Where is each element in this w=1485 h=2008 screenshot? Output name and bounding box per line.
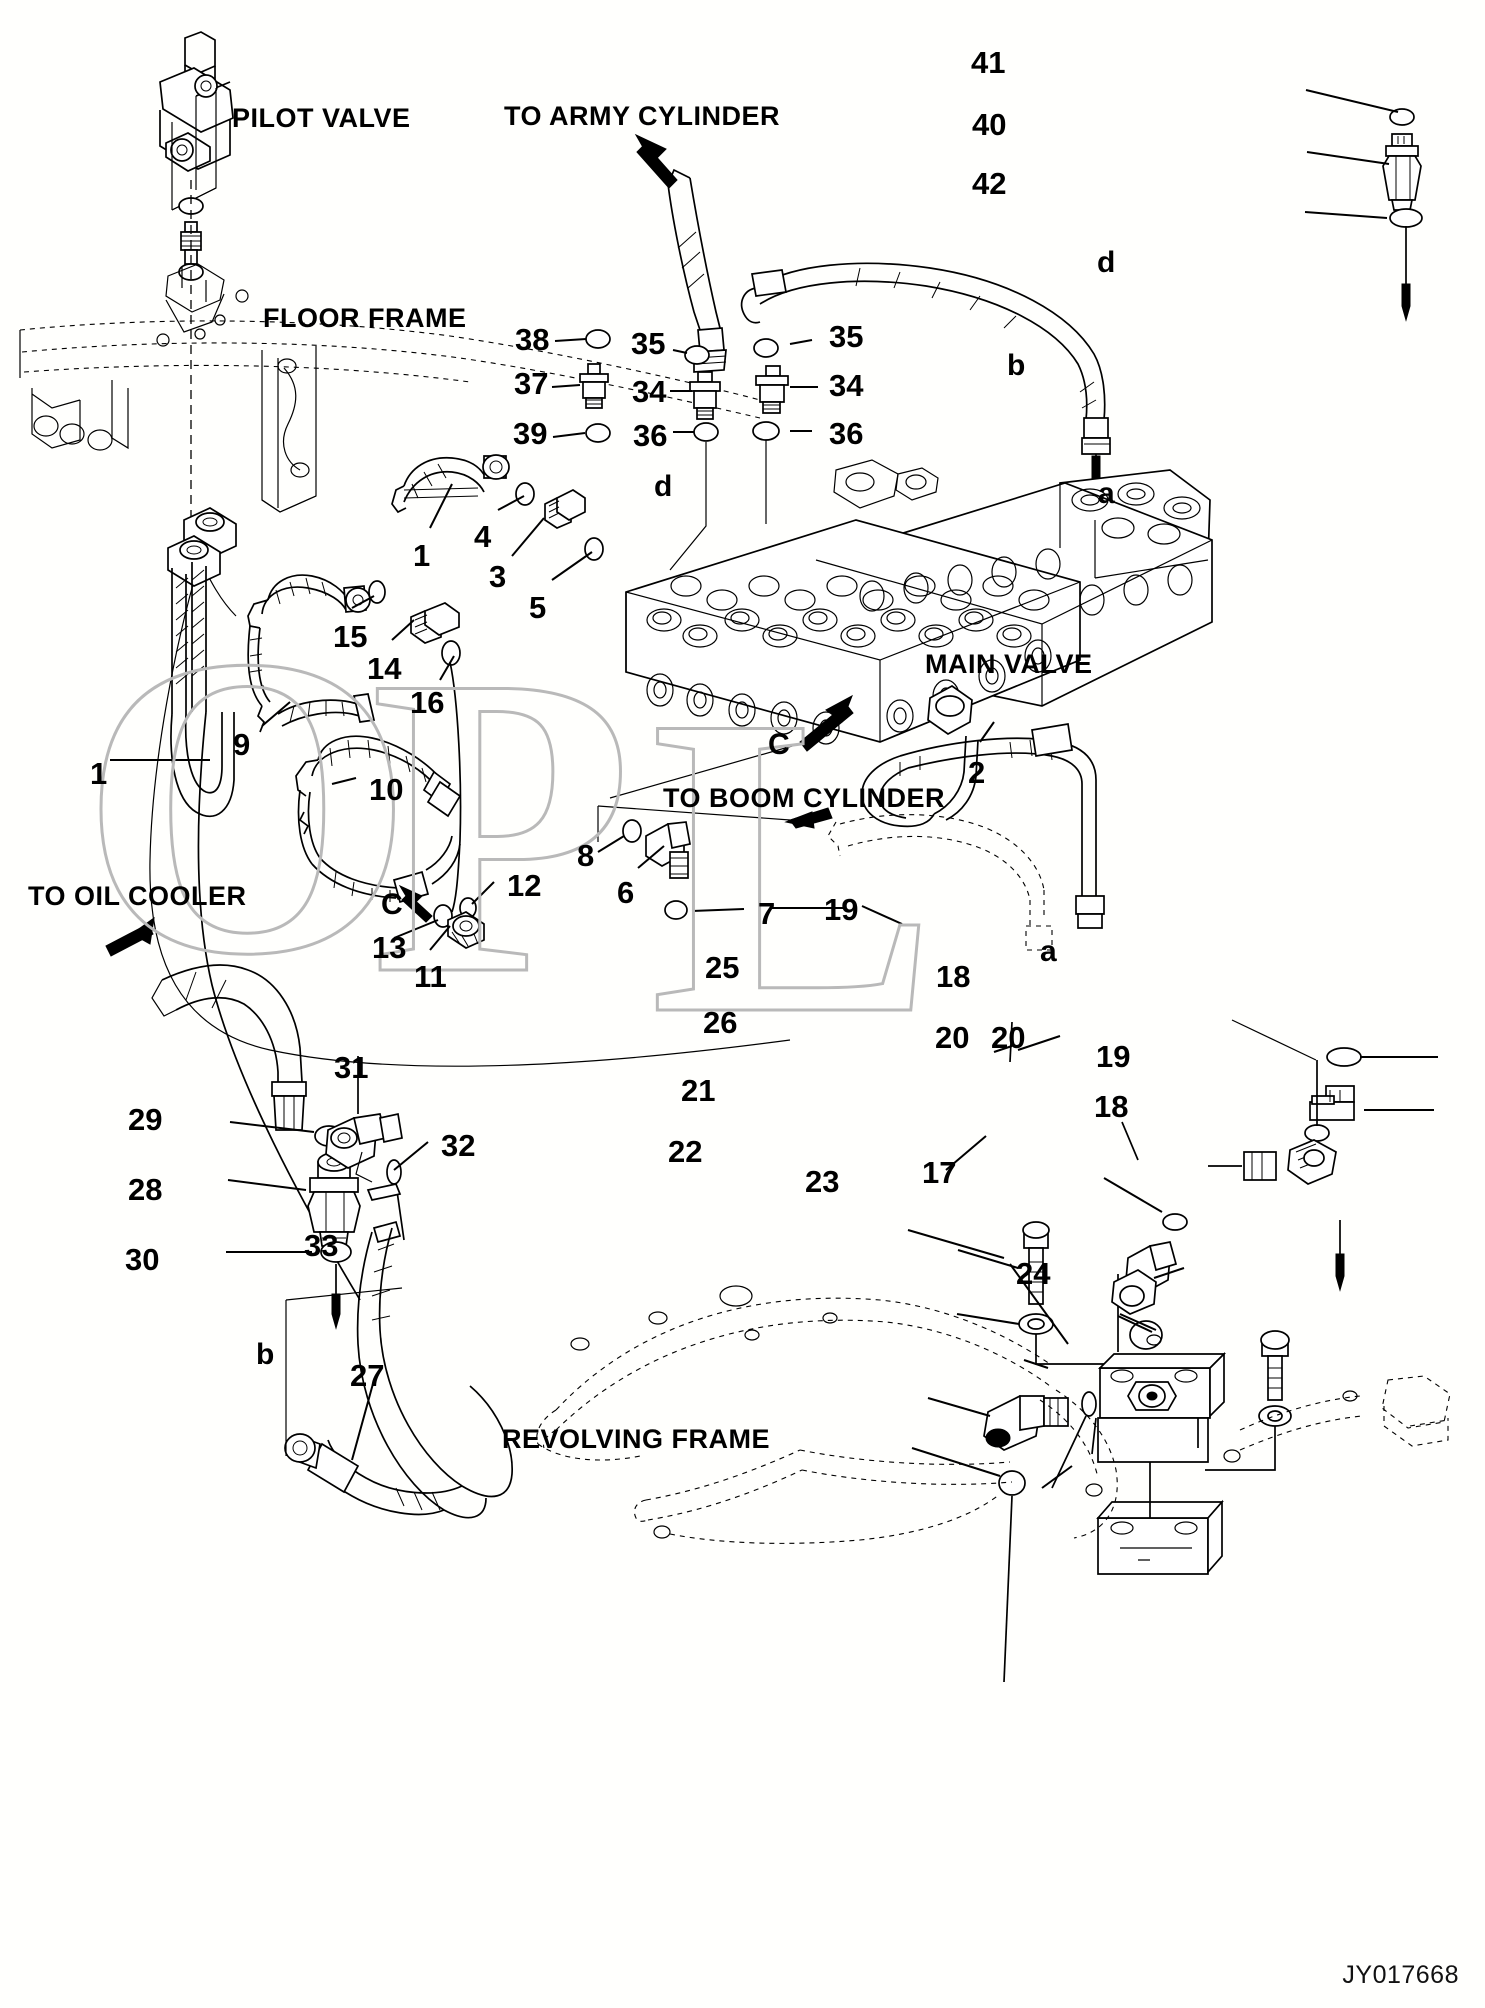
- callout-3: 3: [489, 559, 507, 594]
- callout-1-a: 1: [413, 538, 431, 573]
- floor-frame-outline: [19, 320, 761, 513]
- block-17-24: [907, 1035, 1227, 1575]
- group-label-floor-frame: FLOOR FRAME: [263, 303, 467, 333]
- callout-18-b: 18: [1094, 1089, 1129, 1124]
- callout-5: 5: [529, 590, 547, 625]
- section-mark-d-mid: d: [654, 470, 673, 503]
- callout-39: 39: [513, 416, 548, 451]
- section-mark-c-mid: C: [768, 728, 790, 761]
- callout-4: 4: [474, 519, 492, 554]
- to-oil-cooler-pipe: [105, 916, 307, 1131]
- callout-14: 14: [367, 651, 402, 686]
- callout-19-a: 19: [824, 892, 859, 927]
- callout-15: 15: [333, 619, 368, 654]
- section-mark-a-low: a: [1040, 935, 1057, 968]
- callout-19-b: 19: [1096, 1039, 1131, 1074]
- callout-11: 11: [414, 959, 447, 994]
- to-boom-cylinder-hose: [597, 805, 1053, 951]
- callout-13: 13: [372, 930, 407, 965]
- hose-27: [284, 1220, 513, 1519]
- callout-41: 41: [971, 45, 1006, 80]
- callout-21: 21: [681, 1073, 716, 1108]
- callout-18-a: 18: [936, 959, 971, 994]
- callout-27: 27: [350, 1358, 385, 1393]
- callout-12: 12: [507, 868, 542, 903]
- parts-28-29-30: [226, 1121, 361, 1330]
- callout-35-b: 35: [829, 319, 864, 354]
- section-mark-b-low: b: [256, 1338, 275, 1371]
- callout-42: 42: [972, 166, 1007, 201]
- callout-30: 30: [125, 1242, 160, 1277]
- callout-35-a: 35: [631, 326, 666, 361]
- main-valve-body: [625, 459, 1213, 745]
- callout-26: 26: [703, 1005, 738, 1040]
- small-parts-38-37-39: [551, 329, 611, 443]
- callout-20-a: 20: [935, 1020, 970, 1055]
- callout-22: 22: [668, 1134, 703, 1169]
- callout-25: 25: [705, 950, 740, 985]
- part-6-7-8: [597, 819, 745, 920]
- group-label-revolving-frame: REVOLVING FRAME: [502, 1424, 771, 1454]
- callout-8: 8: [577, 838, 595, 873]
- drawing-number: JY017668: [1342, 1961, 1459, 1989]
- callout-36-b: 36: [829, 416, 864, 451]
- callout-38: 38: [515, 322, 550, 357]
- fitting-group-11-12-13: [393, 661, 495, 951]
- callout-17: 17: [922, 1155, 957, 1190]
- callout-31: 31: [334, 1050, 369, 1085]
- section-mark-a-right: a: [1098, 477, 1115, 510]
- callout-24: 24: [1016, 1256, 1051, 1291]
- callout-leaders: [770, 905, 1013, 1053]
- callout-2: 2: [968, 755, 986, 790]
- parts-18-19-20-right: [1009, 1019, 1438, 1471]
- section-mark-b-right: b: [1007, 349, 1026, 382]
- callout-16: 16: [410, 685, 445, 720]
- part-40-41-42: [1304, 89, 1423, 322]
- callout-32: 32: [441, 1128, 476, 1163]
- callout-10: 10: [369, 772, 404, 807]
- to-army-cylinder-hose: [634, 133, 727, 373]
- revolving-frame-outline: [536, 1285, 1451, 1544]
- part-22: [911, 1447, 1026, 1683]
- group-label-pilot-valve: PILOT VALVE: [232, 103, 411, 133]
- callout-20-b: 20: [991, 1020, 1026, 1055]
- callout-23: 23: [805, 1164, 840, 1199]
- group-label-to-oil-cooler: TO OIL COOLER: [28, 881, 247, 911]
- hose-group-mid-left: [110, 574, 461, 761]
- group-label-to-army-cylinder: TO ARMY CYLINDER: [504, 101, 781, 131]
- callout-29: 29: [128, 1102, 163, 1137]
- hose-group-upper-left: [391, 454, 604, 581]
- callout-28: 28: [128, 1172, 163, 1207]
- parts-31-32-33: [325, 1056, 429, 1241]
- section-mark-c-left: C: [381, 888, 403, 921]
- callout-37: 37: [514, 366, 549, 401]
- hose-2: [861, 685, 1105, 929]
- parts-25-26: [956, 1221, 1162, 1365]
- callout-6: 6: [617, 875, 635, 910]
- hose-loop-10: [295, 735, 462, 904]
- callout-40: 40: [972, 107, 1007, 142]
- group-label-main-valve: MAIN VALVE: [925, 649, 1093, 679]
- callout-34-a: 34: [632, 374, 667, 409]
- left-tube-pair: [167, 507, 361, 1301]
- hose-short-9: [277, 693, 376, 727]
- parts-column-34-35-36-a: [669, 345, 721, 571]
- callout-7: 7: [758, 896, 776, 931]
- parts-column-34-35-36-b: [752, 338, 818, 524]
- section-arrow-c-valve: [609, 694, 854, 799]
- group-label-to-boom-cylinder: TO BOOM CYLINDER: [663, 783, 946, 813]
- callout-33: 33: [304, 1228, 339, 1263]
- callout-9: 9: [233, 727, 251, 762]
- callout-1-b: 1: [90, 756, 108, 791]
- pilot-valve-assembly: [156, 31, 249, 560]
- section-mark-d-top: d: [1097, 246, 1116, 279]
- callout-36-a: 36: [633, 418, 668, 453]
- part-21-elbow: [927, 1395, 1069, 1451]
- callout-34-b: 34: [829, 368, 864, 403]
